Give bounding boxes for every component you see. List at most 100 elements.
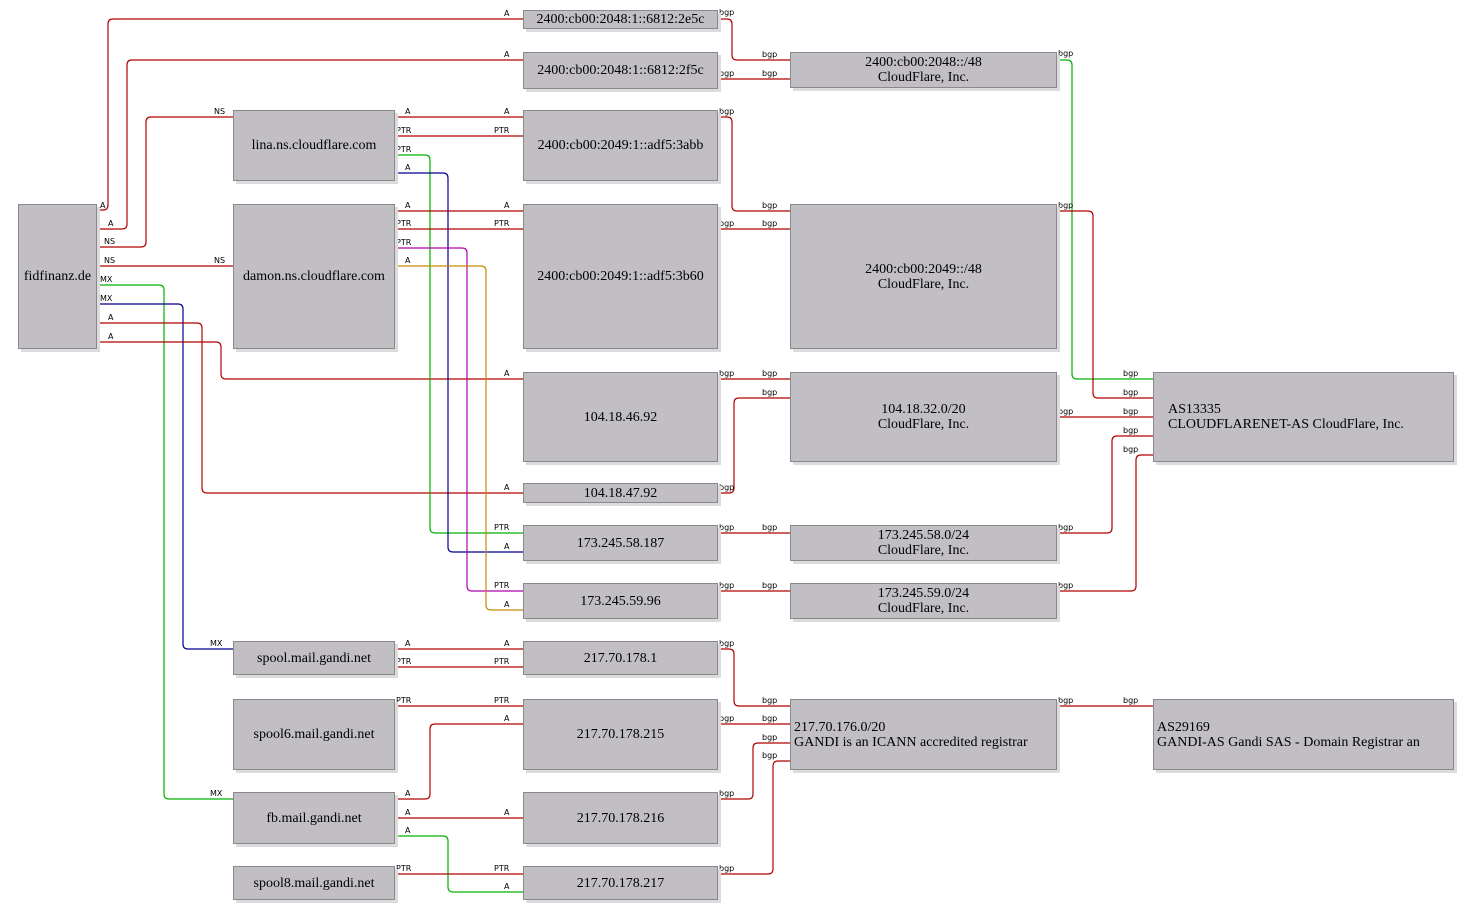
edge-label-ptr: PTR — [396, 145, 412, 154]
edge-a-fb-178-215 — [395, 723, 523, 800]
edge-label-ptr: PTR — [396, 864, 412, 873]
node-ip-104-18-47-92[interactable]: 104.18.47.92 — [523, 483, 718, 503]
node-ip-217-70-178-215[interactable]: 217.70.178.215 — [523, 699, 718, 770]
edge-label-a: A — [504, 639, 510, 648]
edge-a-fidfinanz-2f5c — [97, 59, 523, 230]
node-label: 104.18.47.92 — [583, 485, 658, 501]
edge-a-lina-58-187 — [395, 172, 523, 553]
edge-label-bgp: bgp — [762, 201, 777, 210]
edge-label-a: A — [504, 882, 510, 891]
node-ip-3abb[interactable]: 2400:cb00:2049:1::adf5:3abb — [523, 110, 718, 181]
node-label: lina.ns.cloudflare.com — [251, 138, 377, 153]
edge-label-bgp: bgp — [1058, 581, 1073, 590]
node-label-line1: 2400:cb00:2048::/48 — [865, 55, 982, 70]
node-ip-173-245-58-187[interactable]: 173.245.58.187 — [523, 525, 718, 561]
edge-label-a: A — [405, 163, 411, 172]
edge-label-bgp: bgp — [719, 107, 734, 116]
edge-label-bgp: bgp — [762, 581, 777, 590]
edge-label-a: A — [100, 201, 106, 210]
edge-label-ptr: PTR — [494, 696, 510, 705]
edge-label-bgp: bgp — [762, 714, 777, 723]
edge-label-a: A — [405, 826, 411, 835]
edge-label-a: A — [108, 219, 114, 228]
edge-bgp-3abb-net2049 — [718, 116, 790, 212]
edge-label-a: A — [504, 201, 510, 210]
edge-mx-fidfinanz-spool — [97, 303, 233, 650]
edge-label-bgp: bgp — [762, 388, 777, 397]
node-label: spool.mail.gandi.net — [257, 650, 371, 666]
edge-bgp-178-216-netgandi — [718, 742, 790, 800]
edge-label-bgp: bgp — [762, 50, 777, 59]
node-label-line1: 2400:cb00:2049::/48 — [865, 261, 982, 277]
node-ip-3b60[interactable]: 2400:cb00:2049:1::adf5:3b60 — [523, 204, 718, 349]
edge-bgp-net2048-as13335 — [1057, 59, 1153, 380]
node-label-line1: 173.245.58.0/24 — [877, 528, 970, 543]
edge-a-fidfinanz-47-92 — [97, 322, 523, 494]
edge-label-a: A — [504, 542, 510, 551]
edge-label-bgp: bgp — [1123, 407, 1138, 416]
node-fb-mail-gandi[interactable]: fb.mail.gandi.net — [233, 792, 395, 844]
node-label-line2: CloudFlare, Inc. — [877, 543, 970, 558]
edge-label-ptr: PTR — [494, 126, 510, 135]
edge-label-a: A — [108, 332, 114, 341]
node-label: 217.70.178.216 — [576, 810, 665, 826]
node-ip-104-18-46-92[interactable]: 104.18.46.92 — [523, 372, 718, 462]
edge-label-ptr: PTR — [494, 219, 510, 228]
edge-label-bgp: bgp — [719, 8, 734, 17]
edge-label-bgp: bgp — [1058, 201, 1073, 210]
node-label: 2400:cb00:2048:1::6812:2f5c — [537, 63, 704, 78]
edge-label-bgp: bgp — [1123, 426, 1138, 435]
edge-label-mx: MX — [100, 275, 113, 284]
node-ip-173-245-59-96[interactable]: 173.245.59.96 — [523, 583, 718, 619]
edge-label-a: A — [405, 639, 411, 648]
edge-label-ptr: PTR — [494, 523, 510, 532]
edge-bgp-178-1-netgandi — [718, 648, 790, 707]
node-ip-217-70-178-1[interactable]: 217.70.178.1 — [523, 641, 718, 675]
edge-label-bgp: bgp — [762, 219, 777, 228]
edge-label-ptr: PTR — [494, 581, 510, 590]
node-spool-mail-gandi[interactable]: spool.mail.gandi.net — [233, 641, 395, 675]
node-spool6-mail-gandi[interactable]: spool6.mail.gandi.net — [233, 699, 395, 770]
node-damon-ns-cloudflare[interactable]: damon.ns.cloudflare.com — [233, 204, 395, 349]
edge-bgp-2e5c-net2048 — [718, 18, 790, 61]
edge-label-bgp: bgp — [762, 751, 777, 760]
edge-label-bgp: bgp — [1123, 388, 1138, 397]
node-fidfinanz-de[interactable]: fidfinanz.de — [18, 204, 97, 349]
node-label-line1: AS13335 — [1168, 402, 1221, 417]
edge-ptr-lina-58-187 — [395, 154, 523, 534]
node-ip-2e5c[interactable]: 2400:cb00:2048:1::6812:2e5c — [523, 10, 718, 29]
node-ip-2f5c[interactable]: 2400:cb00:2048:1::6812:2f5c — [523, 52, 718, 89]
node-label-line2: CloudFlare, Inc. — [877, 276, 970, 292]
node-ip-217-70-178-217[interactable]: 217.70.178.217 — [523, 866, 718, 900]
edge-label-a: A — [405, 256, 411, 265]
node-spool8-mail-gandi[interactable]: spool8.mail.gandi.net — [233, 866, 395, 900]
edge-label-bgp: bgp — [719, 789, 734, 798]
edge-label-a: A — [504, 107, 510, 116]
node-label: 217.70.178.1 — [583, 650, 658, 666]
edge-label-bgp: bgp — [1123, 369, 1138, 378]
node-label-line2: GANDI is an ICANN accredited registrar — [794, 734, 1028, 750]
node-label: 2400:cb00:2049:1::adf5:3abb — [537, 138, 704, 153]
node-label: 2400:cb00:2049:1::adf5:3b60 — [537, 269, 704, 284]
node-lina-ns-cloudflare[interactable]: lina.ns.cloudflare.com — [233, 110, 395, 181]
edge-ns-fidfinanz-lina — [97, 116, 233, 248]
edge-label-ns: NS — [214, 107, 225, 116]
edge-label-a: A — [504, 50, 510, 59]
edge-label-ns: NS — [104, 237, 115, 246]
node-label: 2400:cb00:2048:1::6812:2e5c — [536, 12, 705, 27]
node-ip-217-70-178-216[interactable]: 217.70.178.216 — [523, 792, 718, 844]
node-label-line2: CloudFlare, Inc. — [877, 70, 970, 85]
edge-label-a: A — [504, 600, 510, 609]
edge-bgp-net58-as13335 — [1057, 435, 1153, 534]
node-label-line2: GANDI-AS Gandi SAS - Domain Registrar an — [1157, 734, 1420, 750]
edge-label-bgp: bgp — [762, 696, 777, 705]
node-label: spool8.mail.gandi.net — [253, 875, 375, 891]
